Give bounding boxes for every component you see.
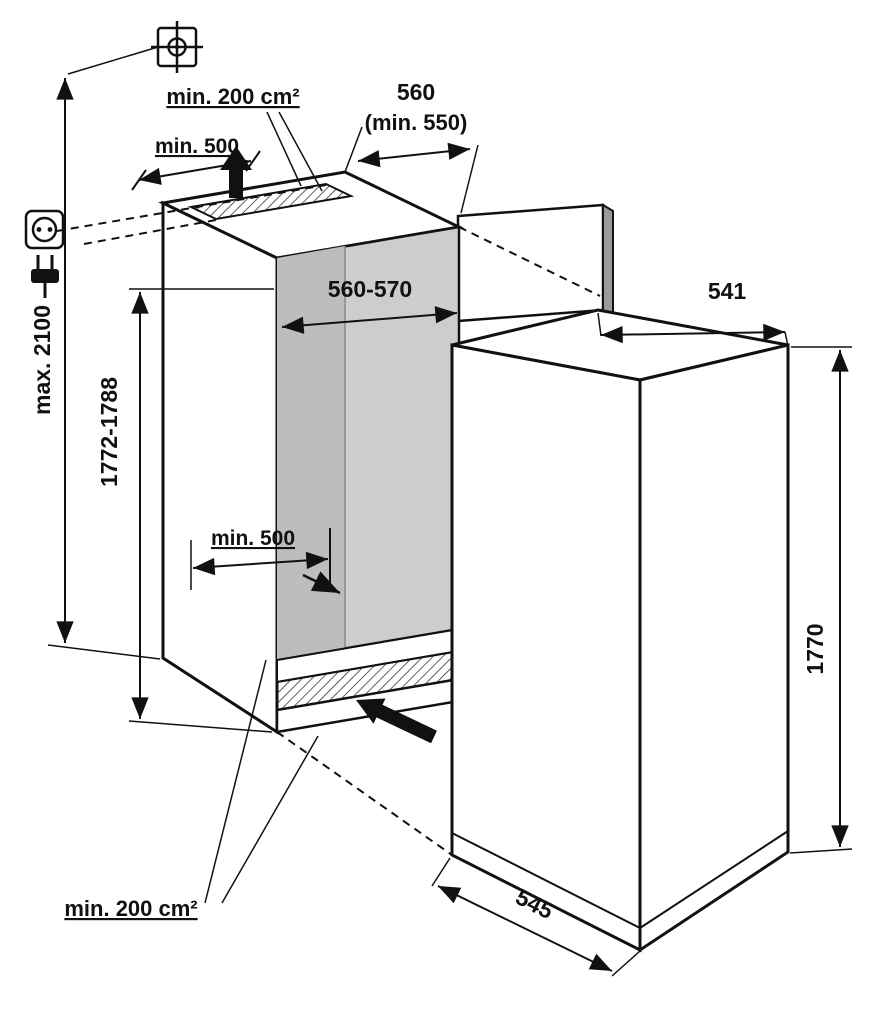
label-clearance-bottom: min. 500 <box>211 527 295 550</box>
dim-max-height: max. 2100 <box>29 46 161 660</box>
projection-lines <box>56 184 601 856</box>
niche-top-vent-hatch <box>187 182 355 221</box>
dim-niche-height: 1772-1788 <box>96 288 274 733</box>
power-socket-icon <box>24 209 65 250</box>
niche <box>158 170 464 735</box>
label-clearance-top: min. 500 <box>155 135 239 158</box>
label-depth-top-2: (min. 550) <box>365 110 468 135</box>
dim-vent-top: min. 200 cm² <box>166 84 323 192</box>
dim-vent-bottom: min. 200 cm² <box>64 659 319 921</box>
dim-appliance-height: 1770 <box>789 346 853 854</box>
label-appliance-height: 1770 <box>802 623 828 674</box>
dim-clearance-top: min. 500 <box>131 135 261 191</box>
niche-left-wall <box>161 200 279 735</box>
dim-niche-width: 560-570 <box>281 276 458 334</box>
niche-side-wall-shade <box>277 246 345 660</box>
label-niche-width: 560-570 <box>328 276 412 302</box>
appliance-plinth-line-side <box>639 830 789 929</box>
appliance-side-face <box>638 343 790 953</box>
label-max-height: max. 2100 <box>29 305 55 415</box>
appliance-front-face <box>450 343 642 953</box>
furniture-panel <box>456 203 614 323</box>
label-depth-top-1: 560 <box>397 79 435 105</box>
label-vent-top: min. 200 cm² <box>166 84 299 109</box>
insertion-arrow <box>356 698 437 744</box>
appliance <box>450 308 790 953</box>
label-appliance-width: 541 <box>708 278 747 304</box>
dim-depth-top: 560 (min. 550) <box>344 79 479 214</box>
dim-appliance-width: 541 <box>597 278 789 347</box>
label-vent-bottom: min. 200 cm² <box>64 896 197 921</box>
power-plug-icon <box>31 255 59 298</box>
label-niche-height: 1772-1788 <box>96 377 122 487</box>
dim-clearance-bottom: min. 500 <box>190 527 341 595</box>
datum-crosshair-icon <box>151 21 203 73</box>
